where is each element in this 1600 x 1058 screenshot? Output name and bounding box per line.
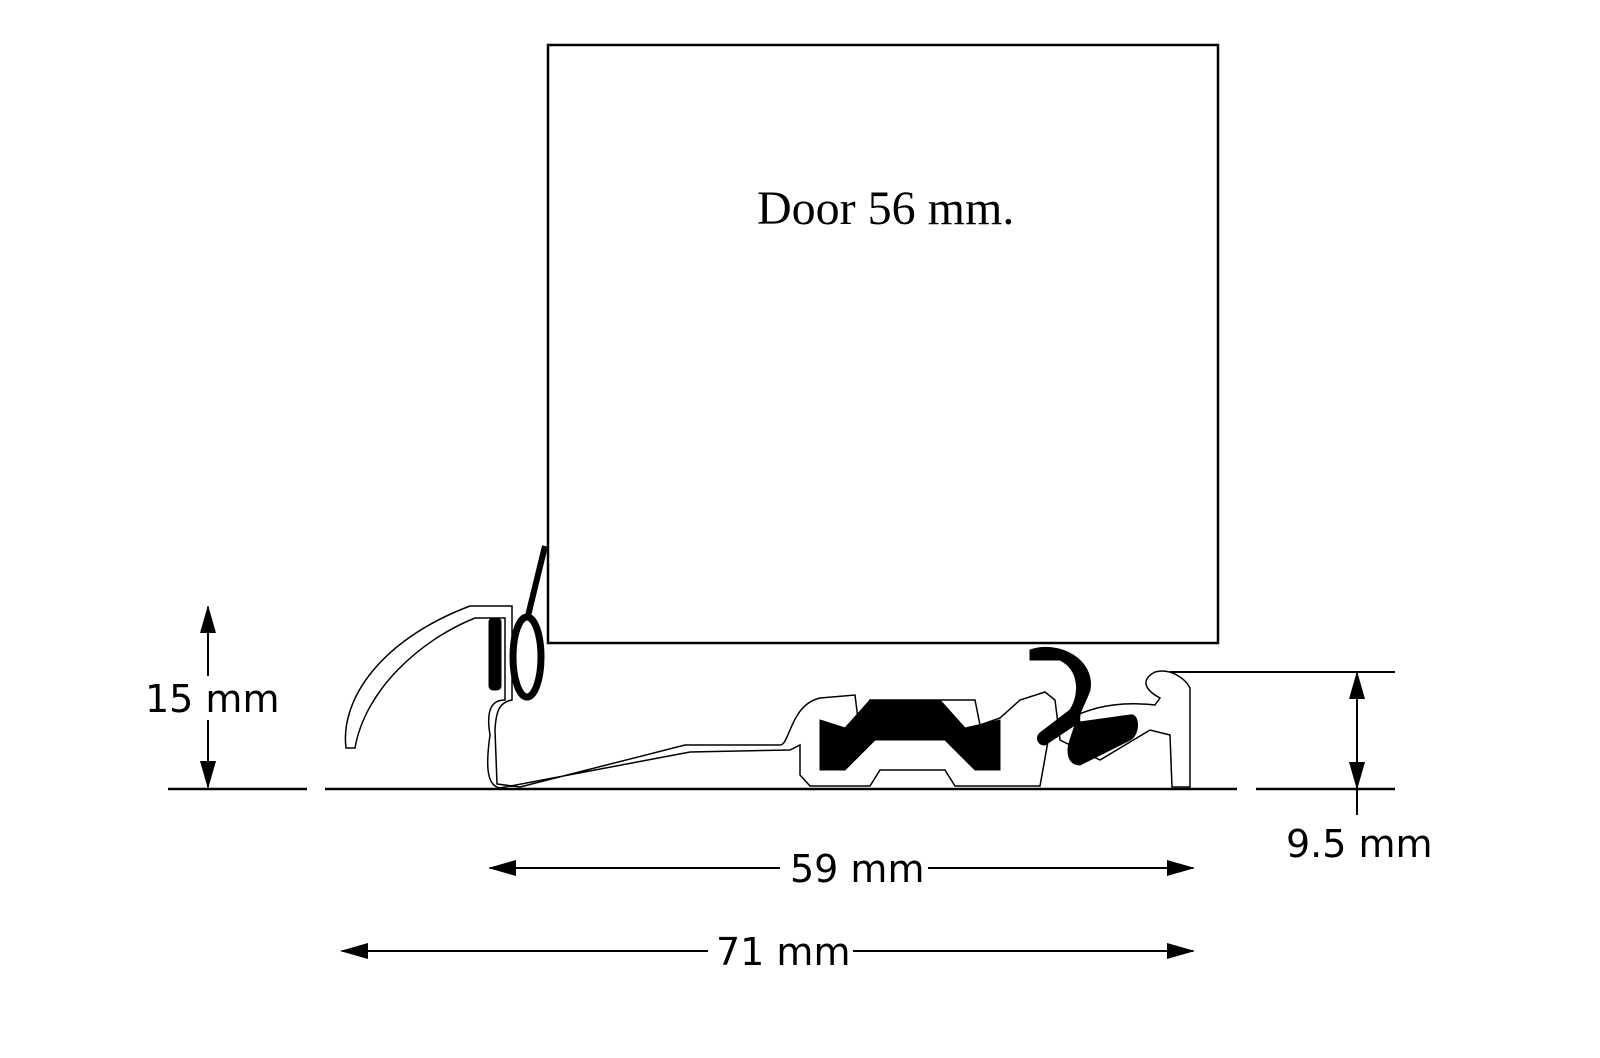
center-seal xyxy=(819,699,1001,771)
width-total-label: 71 mm xyxy=(716,930,850,974)
door-leaf xyxy=(546,43,1220,645)
height-total-label: 15 mm xyxy=(145,677,279,721)
door-label: Door 56 mm. xyxy=(757,182,1014,235)
right-fin-seal xyxy=(1029,646,1138,766)
height-step-label: 9.5 mm xyxy=(1286,822,1433,866)
left-seal-strip xyxy=(488,617,502,691)
width-inner-label: 59 mm xyxy=(790,847,924,891)
seals xyxy=(488,545,1138,771)
left-bulb-seal xyxy=(509,613,545,701)
